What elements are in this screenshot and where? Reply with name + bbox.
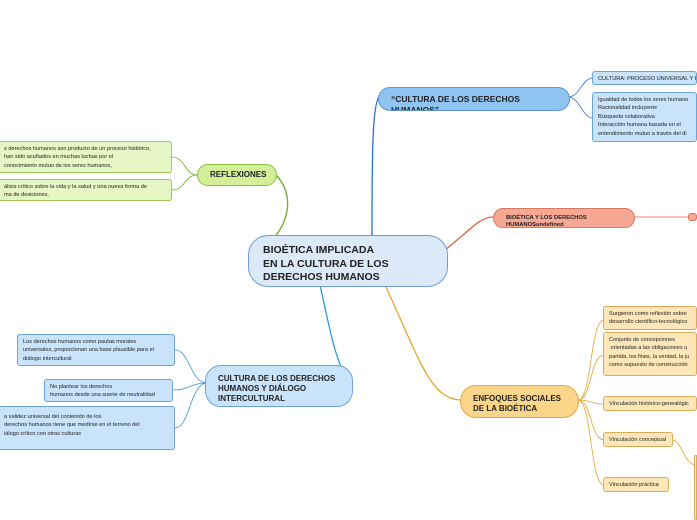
link-reflexiones-2 bbox=[171, 174, 198, 191]
enfoques-item-4[interactable]: Vinculación conceptual bbox=[603, 432, 673, 447]
enfoques-item-5[interactable]: Vinculación práctica bbox=[603, 477, 669, 492]
enfoques-item-1[interactable]: Surgieron como reflexión sobre desarroll… bbox=[603, 306, 697, 330]
link-enfoques-3 bbox=[577, 399, 605, 405]
bioetica-item-1[interactable] bbox=[688, 213, 697, 221]
link-cultura-1 bbox=[567, 77, 594, 98]
reflexiones-item-1[interactable]: s derechos humanos son producto de un pr… bbox=[0, 141, 172, 173]
topic-reflexiones[interactable]: REFLEXIONES bbox=[197, 164, 277, 186]
link-enfoques bbox=[384, 284, 463, 401]
link-enfoques-1 bbox=[577, 319, 605, 401]
link-dialogo-2 bbox=[172, 382, 208, 391]
link-enfoques-extra bbox=[671, 439, 697, 466]
dialogo-item-2[interactable]: No plantear los derechos humanos desde u… bbox=[44, 379, 173, 402]
dialogo-item-3[interactable]: a validez universal del contenido de los… bbox=[0, 406, 175, 450]
cultura-item-1[interactable]: CULTURA: PROCESO UNIVERSAL Y P bbox=[592, 71, 697, 85]
link-enfoques-2 bbox=[577, 354, 605, 401]
cultura-item-2[interactable]: Igualdad de todos los seres humano Racio… bbox=[592, 92, 697, 142]
link-reflexiones-1 bbox=[171, 156, 198, 176]
link-dialogo-1 bbox=[174, 349, 208, 384]
dialogo-item-1[interactable]: Los derechos humanos como pautas morales… bbox=[17, 334, 175, 366]
link-enfoques-4 bbox=[577, 399, 605, 441]
link-dialogo-3 bbox=[174, 382, 208, 429]
link-enfoques-5 bbox=[577, 399, 605, 486]
topic-cultura-ddhh[interactable]: “CULTURA DE LOS DERECHOS HUMANOS” bbox=[378, 87, 570, 111]
link-cultura bbox=[371, 95, 381, 239]
enfoques-item-3[interactable]: Vinculación histórico-genealógic bbox=[603, 396, 697, 411]
enfoques-item-2[interactable]: Conjunto de concepciones orientadas a la… bbox=[603, 332, 697, 376]
topic-dialogo-intercultural[interactable]: CULTURA DE LOS DERECHOS HUMANOS Y DIÁLOG… bbox=[205, 365, 353, 407]
topic-bioetica-ddhh[interactable]: BIOÉTICA Y LOS DERECHOS HUMANOSundefined bbox=[493, 208, 635, 228]
central-topic[interactable]: BIOÉTICA IMPLICADA EN LA CULTURA DE LOS … bbox=[248, 235, 448, 287]
link-bioetica bbox=[444, 216, 494, 251]
topic-enfoques-sociales[interactable]: ENFOQUES SOCIALES DE LA BIOÉTICA bbox=[460, 385, 579, 418]
link-cultura-2 bbox=[567, 96, 594, 119]
reflexiones-item-2[interactable]: álisis crítico sobre la vida y la salud … bbox=[0, 179, 172, 201]
